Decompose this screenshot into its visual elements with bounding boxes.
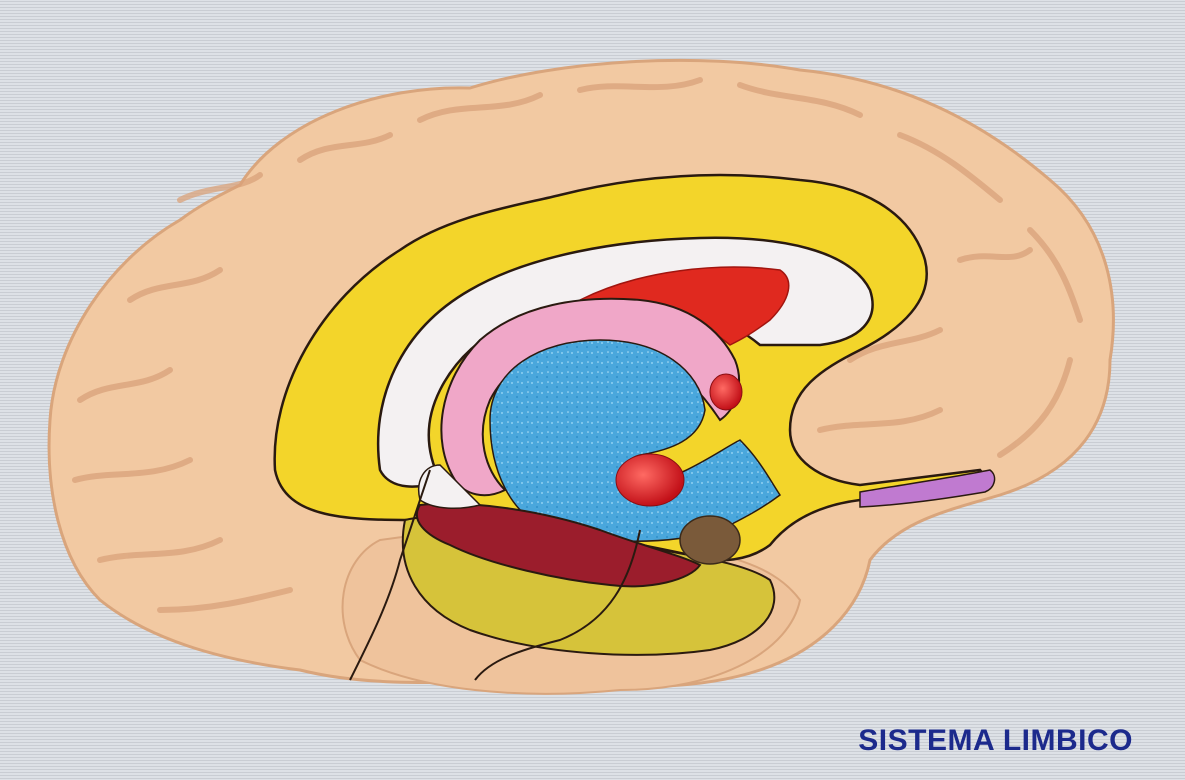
hypothalamus: [680, 516, 740, 564]
diagram-caption: SISTEMA LIMBICO: [858, 724, 1133, 758]
mammillary-body: [616, 454, 684, 506]
anterior-nucleus: [710, 374, 742, 410]
